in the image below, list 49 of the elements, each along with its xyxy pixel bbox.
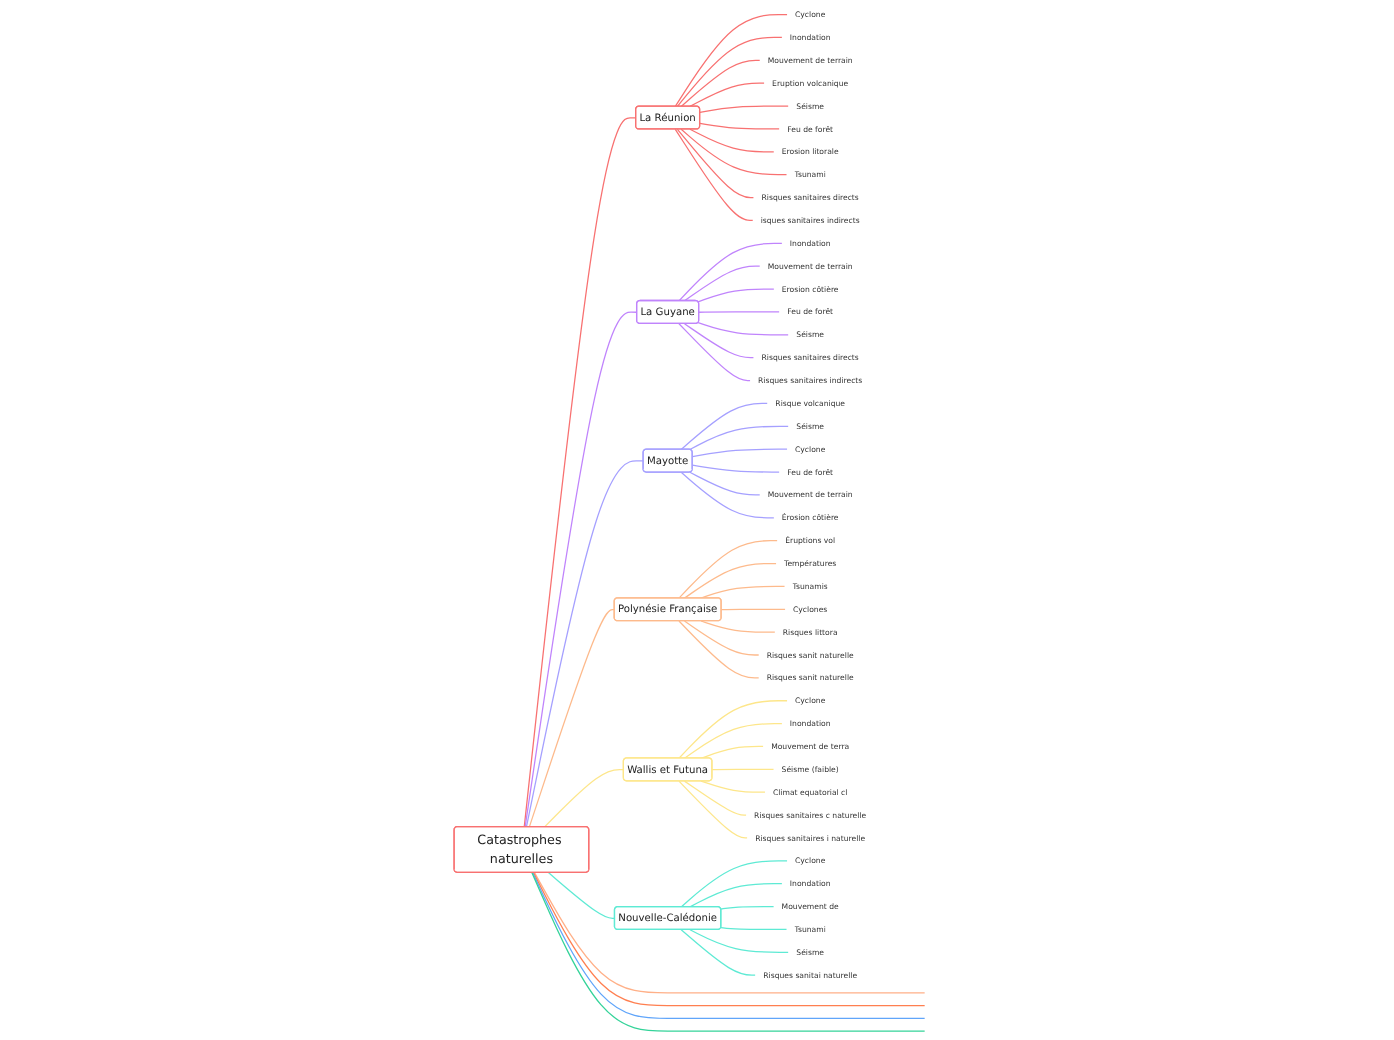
- connector-line: [547, 871, 616, 919]
- connector-line: [525, 460, 645, 828]
- connector-line: [700, 745, 765, 759]
- connector-line: [683, 780, 748, 816]
- connector-line: [683, 723, 783, 759]
- connector-line: [691, 448, 788, 458]
- connector-line: [699, 105, 790, 113]
- connector-line: [689, 929, 790, 953]
- connector-line: [697, 322, 790, 336]
- connector-line: [689, 471, 761, 496]
- connector-line: [676, 128, 755, 199]
- connector-line: [524, 311, 638, 828]
- connector-line: [700, 620, 776, 633]
- connector-line: [683, 562, 778, 599]
- connector-line: [678, 540, 779, 599]
- connector-line: [689, 82, 766, 108]
- connector-line: [689, 883, 783, 908]
- connector-line: [698, 311, 781, 313]
- connector-line: [678, 323, 752, 382]
- connector-line: [678, 242, 783, 302]
- connector-line: [676, 36, 783, 108]
- connector-line: [678, 700, 788, 759]
- connector-line: [674, 128, 754, 222]
- connector-line: [711, 768, 775, 771]
- connector-line: [720, 905, 775, 910]
- connector-line: [680, 128, 788, 176]
- connector-line: [720, 608, 787, 611]
- connector-line: [689, 425, 790, 451]
- connector-line: [720, 926, 788, 931]
- connector-line: [699, 122, 781, 130]
- connector-line: [683, 323, 755, 359]
- connector-line: [680, 59, 761, 108]
- connector-line: [523, 117, 637, 828]
- connector-line: [678, 620, 760, 679]
- connector-line: [680, 929, 757, 976]
- connector-line: [683, 620, 760, 656]
- connector-line: [680, 471, 775, 519]
- connector-line: [700, 585, 786, 599]
- connector-line: [680, 402, 769, 451]
- connector-line: [697, 288, 775, 303]
- connector-line: [528, 608, 616, 828]
- connector-line: [683, 265, 761, 302]
- connector-line: [680, 860, 788, 908]
- connector-line: [544, 768, 625, 828]
- connector-line: [689, 128, 775, 153]
- connector-line: [700, 780, 766, 793]
- connector-line: [691, 464, 781, 473]
- connector-line: [678, 780, 749, 839]
- connector-line: [674, 13, 788, 108]
